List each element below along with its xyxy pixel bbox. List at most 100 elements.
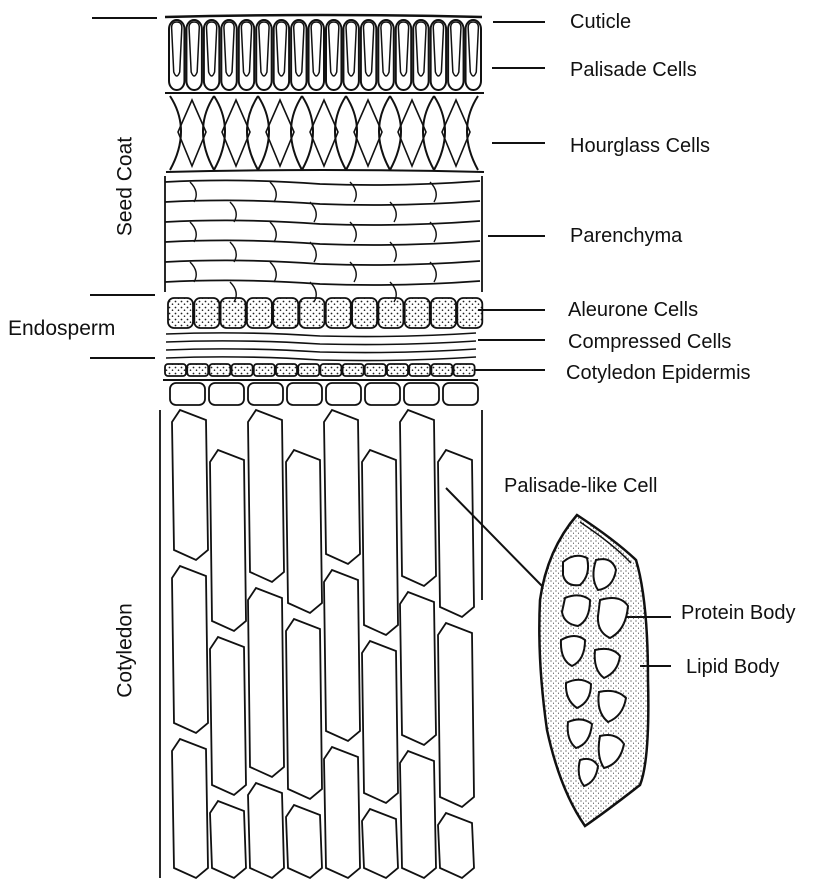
aleurone-cell [194, 298, 219, 328]
hourglass-wall [170, 96, 214, 170]
hourglass-wall [302, 96, 346, 170]
palisade-lumen [398, 22, 408, 76]
cotyledon-cell [324, 410, 360, 564]
region-label-cotyledon: Cotyledon [115, 601, 136, 701]
aleurone-cell [300, 298, 325, 328]
epidermis-cell-lower [209, 383, 244, 405]
aleurone-cell [431, 298, 456, 328]
cotyledon-cell [362, 641, 398, 803]
epidermis-cell [187, 364, 208, 376]
cotyledon-epidermis-layer [163, 364, 478, 405]
epidermis-cell [254, 364, 275, 376]
epidermis-cell [431, 364, 452, 376]
epidermis-cell [320, 364, 341, 376]
epidermis-cell [165, 364, 186, 376]
palisade-lumen [172, 22, 182, 76]
cotyledon-cell [438, 450, 474, 617]
label-palisade-like-cell: Palisade-like Cell [504, 476, 657, 496]
label-lipid-body: Lipid Body [686, 657, 779, 677]
epidermis-cell [298, 364, 319, 376]
hourglass-cell [222, 100, 250, 166]
epidermis-cell [454, 364, 475, 376]
cotyledon-cell [172, 739, 208, 878]
palisade-like-cell-detail [539, 515, 648, 826]
label-cotyledon-epidermis: Cotyledon Epidermis [566, 363, 751, 383]
label-compressed-cells: Compressed Cells [568, 332, 731, 352]
cotyledon-cell [210, 450, 246, 631]
parenchyma-wall [165, 280, 480, 285]
epidermis-cell [232, 364, 253, 376]
hourglass-cell [442, 100, 470, 166]
cotyledon-cell [400, 410, 436, 586]
epidermis-cell-lower [443, 383, 478, 405]
cotyledon-cells-layer [160, 410, 482, 878]
palisade-lumen [206, 22, 216, 76]
parenchyma-wall [165, 240, 480, 245]
hourglass-wall [434, 96, 478, 170]
cotyledon-cell [286, 805, 322, 878]
aleurone-cell [457, 298, 482, 328]
cotyledon-cell [248, 783, 284, 878]
hourglass-cell [310, 100, 338, 166]
aleurone-cell [168, 298, 193, 328]
label-protein-body: Protein Body [681, 603, 796, 623]
palisade-lumen [433, 22, 443, 76]
palisade-lumen [294, 22, 304, 76]
epidermis-cell-lower [404, 383, 439, 405]
epidermis-cell-lower [365, 383, 400, 405]
palisade-lumen [259, 22, 269, 76]
aleurone-cell [273, 298, 298, 328]
cotyledon-cell [286, 450, 322, 613]
hourglass-wall [214, 96, 258, 170]
aleurone-cell [247, 298, 272, 328]
hourglass-wall [390, 96, 434, 170]
hourglass-cell [354, 100, 382, 166]
cotyledon-cell [286, 619, 322, 799]
palisade-cells-layer [165, 20, 484, 93]
epidermis-cell [409, 364, 430, 376]
cotyledon-cell [400, 751, 436, 878]
aleurone-cell [221, 298, 246, 328]
compressed-wall [166, 357, 476, 361]
epidermis-cell-lower [248, 383, 283, 405]
palisade-lumen [346, 22, 356, 76]
palisade-lumen [224, 22, 234, 76]
cotyledon-cell [438, 813, 474, 878]
palisade-lumen [468, 22, 478, 76]
cuticle-layer [165, 15, 482, 17]
palisade-lumen [451, 22, 461, 76]
aleurone-cell [405, 298, 430, 328]
compressed-wall [166, 341, 476, 345]
hourglass-cell [398, 100, 426, 166]
hourglass-wall [346, 96, 390, 170]
palisade-lumen [381, 22, 391, 76]
region-label-seed-coat: Seed Coat [115, 137, 136, 237]
aleurone-cell [378, 298, 403, 328]
epidermis-cell-lower [326, 383, 361, 405]
compressed-wall [166, 349, 476, 353]
cotyledon-cell [438, 623, 474, 807]
hourglass-cell [178, 100, 206, 166]
label-cuticle: Cuticle [570, 12, 631, 32]
epidermis-cell-lower [287, 383, 322, 405]
hourglass-cell [266, 100, 294, 166]
hourglass-wall [258, 96, 302, 170]
epidermis-cell-lower [170, 383, 205, 405]
cotyledon-cell [362, 450, 398, 635]
compressed-cells-layer [166, 333, 476, 361]
epidermis-cell [209, 364, 230, 376]
palisade-lumen [311, 22, 321, 76]
label-palisade-cells: Palisade Cells [570, 60, 697, 80]
cotyledon-cell [362, 809, 398, 878]
parenchyma-wall [165, 200, 480, 205]
label-parenchyma: Parenchyma [570, 226, 682, 246]
hourglass-cells-layer [166, 96, 484, 172]
cotyledon-cell [172, 566, 208, 733]
palisade-lumen [329, 22, 339, 76]
cotyledon-cell [248, 410, 284, 582]
parenchyma-layer [165, 176, 482, 302]
palisade-lumen [363, 22, 373, 76]
label-hourglass-cells: Hourglass Cells [570, 136, 710, 156]
